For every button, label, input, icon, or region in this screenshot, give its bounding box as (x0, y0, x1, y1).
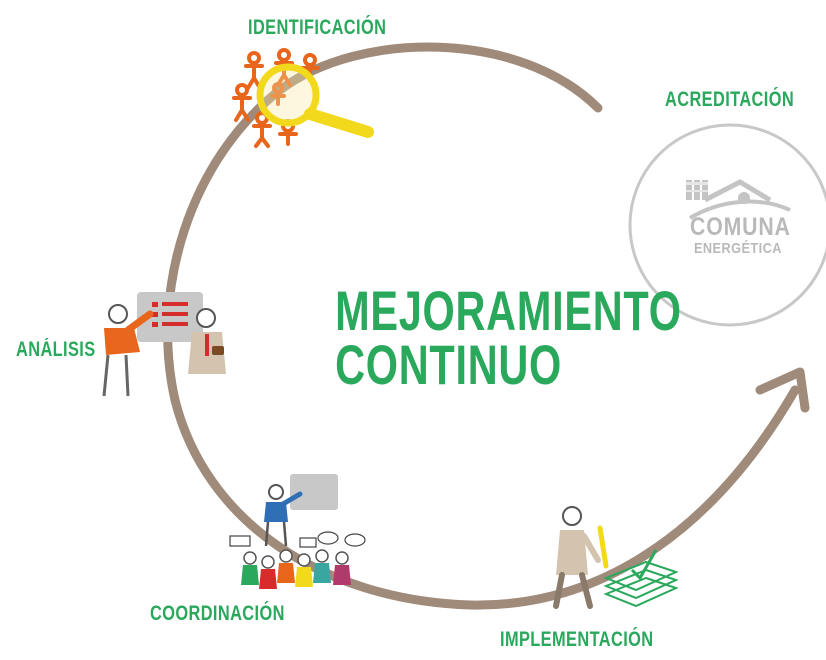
stage-label-acreditacion: ACREDITACIÓN (665, 88, 795, 111)
comuna-energetica-logo (628, 123, 826, 327)
cycle-arrowhead (755, 367, 810, 413)
title-line-2: CONTINUO (335, 333, 563, 396)
logo-text-line-2: ENERGÉTICA (694, 240, 782, 257)
people-magnifier-icon (232, 48, 374, 148)
stage-label-implementacion: IMPLEMENTACIÓN (500, 628, 654, 651)
coordination-crowd-icon (229, 474, 366, 589)
cycle-arrow (163, 42, 800, 610)
page-title: MEJORAMIENTO CONTINUO (335, 279, 682, 396)
analysis-figures-icon (102, 292, 226, 397)
stage-label-coordinacion: COORDINACIÓN (150, 602, 285, 625)
stage-label-identificacion: IDENTIFICACIÓN (248, 16, 387, 39)
stage-label-analisis: ANÁLISIS (16, 338, 96, 361)
logo-text-line-1: COMUNA (690, 213, 791, 241)
title-line-1: MEJORAMIENTO (335, 279, 682, 342)
implementation-figure-icon (553, 506, 679, 609)
